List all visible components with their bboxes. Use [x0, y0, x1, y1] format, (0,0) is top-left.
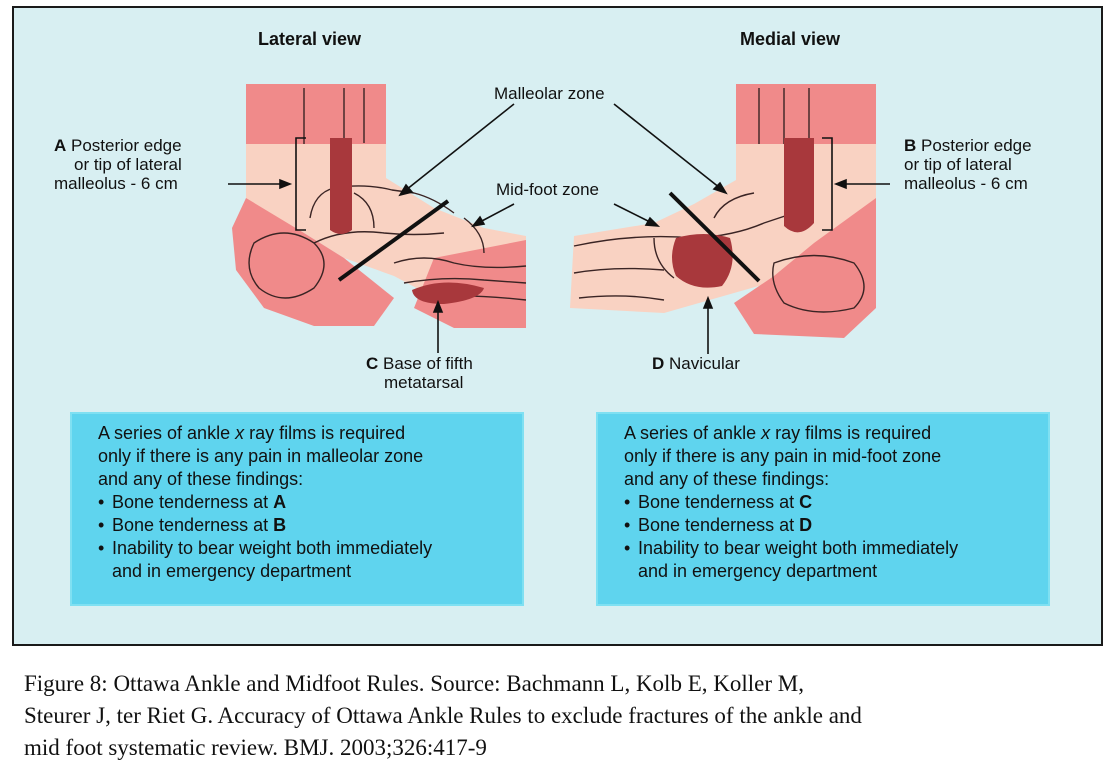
ankle-rule-box: A series of ankle x ray films is require… [70, 412, 524, 606]
caption-line3: mid foot systematic review. BMJ. 2003;32… [24, 732, 1099, 764]
tender-point-a [330, 138, 352, 234]
caption-line1: Figure 8: Ottawa Ankle and Midfoot Rules… [24, 668, 1099, 700]
lateral-view-title: Lateral view [258, 30, 361, 49]
point-b-line1: Posterior edge [921, 136, 1032, 155]
point-c-letter: C [366, 354, 378, 373]
point-d-line1: Navicular [669, 354, 740, 373]
ankle-finding-weight: Inability to bear weight both immediatel… [98, 537, 512, 583]
lateral-leg [246, 84, 386, 144]
foot-findings-list: Bone tenderness at C Bone tenderness at … [624, 491, 1038, 583]
point-a-line2: or tip of lateral [54, 155, 182, 174]
point-c-label: C Base of fifth metatarsal [366, 354, 473, 392]
foot-finding-d: Bone tenderness at D [624, 514, 1038, 537]
figure-caption: Figure 8: Ottawa Ankle and Midfoot Rules… [24, 668, 1099, 764]
lateral-foot [232, 84, 526, 328]
medial-foot [570, 84, 876, 338]
point-b-line3: malleolus - 6 cm [904, 174, 1028, 193]
point-c-line1: Base of fifth [383, 354, 473, 373]
medial-view-title: Medial view [740, 30, 840, 49]
tender-point-b [784, 138, 814, 232]
ankle-findings-list: Bone tenderness at A Bone tenderness at … [98, 491, 512, 583]
point-a-line1: Posterior edge [71, 136, 182, 155]
figure-panel: Lateral view Medial view Malleolar zone … [12, 6, 1103, 646]
midfoot-zone-label: Mid-foot zone [496, 180, 599, 199]
malleolar-zone-label: Malleolar zone [494, 84, 605, 103]
point-b-label: B Posterior edge or tip of lateral malle… [904, 136, 1032, 193]
ankle-rule-intro: A series of ankle x ray films is require… [98, 422, 512, 445]
ankle-finding-a: Bone tenderness at A [98, 491, 512, 514]
foot-finding-c: Bone tenderness at C [624, 491, 1038, 514]
medial-leg [736, 84, 876, 144]
point-b-letter: B [904, 136, 916, 155]
foot-rule-line3: and any of these findings: [624, 468, 1038, 491]
foot-rule-box: A series of ankle x ray films is require… [596, 412, 1050, 606]
point-b-line2: or tip of lateral [904, 155, 1012, 174]
point-d-letter: D [652, 354, 664, 373]
point-a-label: A Posterior edge or tip of lateral malle… [54, 136, 182, 193]
point-c-line2: metatarsal [366, 373, 463, 392]
foot-rule-line2: only if there is any pain in mid-foot zo… [624, 445, 1038, 468]
ankle-rule-line3: and any of these findings: [98, 468, 512, 491]
point-a-line3: malleolus - 6 cm [54, 174, 178, 193]
point-a-letter: A [54, 136, 66, 155]
foot-rule-intro: A series of ankle x ray films is require… [624, 422, 1038, 445]
caption-line2: Steurer J, ter Riet G. Accuracy of Ottaw… [24, 700, 1099, 732]
point-d-label: D Navicular [652, 354, 740, 373]
ankle-rule-line2: only if there is any pain in malleolar z… [98, 445, 512, 468]
ankle-finding-b: Bone tenderness at B [98, 514, 512, 537]
tender-point-d [672, 234, 733, 288]
foot-finding-weight: Inability to bear weight both immediatel… [624, 537, 1038, 583]
